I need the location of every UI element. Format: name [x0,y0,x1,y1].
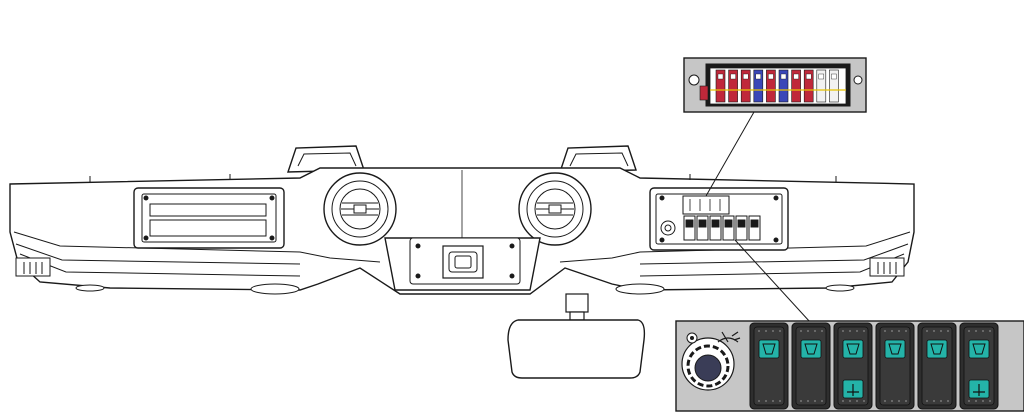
leader-line-switch [734,239,811,323]
switch-function-icon [758,339,780,359]
switch-function-icon [968,379,990,399]
switch-panel-detail [675,320,1024,412]
fuse [728,69,738,103]
fuse [766,69,776,103]
switch-function-icon [884,339,906,359]
fuse [778,69,789,103]
fuse [816,69,827,103]
rocker-switch [791,322,831,410]
switch-function-icon [926,339,948,359]
fuse [715,69,726,103]
fuse-row [715,69,839,103]
left-air-vent [323,172,397,246]
under-lamps [75,283,855,295]
switch-function-icon [842,379,864,399]
switch-function-icon [968,339,990,359]
rocker-switch [875,322,915,410]
wiper-rotary-knob [681,332,735,391]
left-corner-light [15,257,51,277]
rocker-switches [749,322,999,410]
console-switch-and-fuse-panel [649,187,789,251]
left-storage-compartment [133,187,285,249]
rocker-switch [833,322,873,410]
switch-function-icon [842,339,864,359]
fuse [803,69,814,103]
leader-line-fuse [705,111,755,197]
fuse [753,69,764,103]
rocker-switch [917,322,957,410]
fuse [791,69,801,103]
center-light-module [384,237,541,291]
wiper-washer-icon [717,331,741,343]
switch-function-icon [800,339,822,359]
fuse [740,69,751,103]
rocker-switch [749,322,789,410]
console-rocker-row [683,215,761,241]
fuse-panel-detail [683,57,867,113]
rear-view-mirror [507,293,646,379]
right-air-vent [518,172,592,246]
right-corner-light [869,257,905,277]
fuse [829,69,839,103]
rocker-switch [959,322,999,410]
